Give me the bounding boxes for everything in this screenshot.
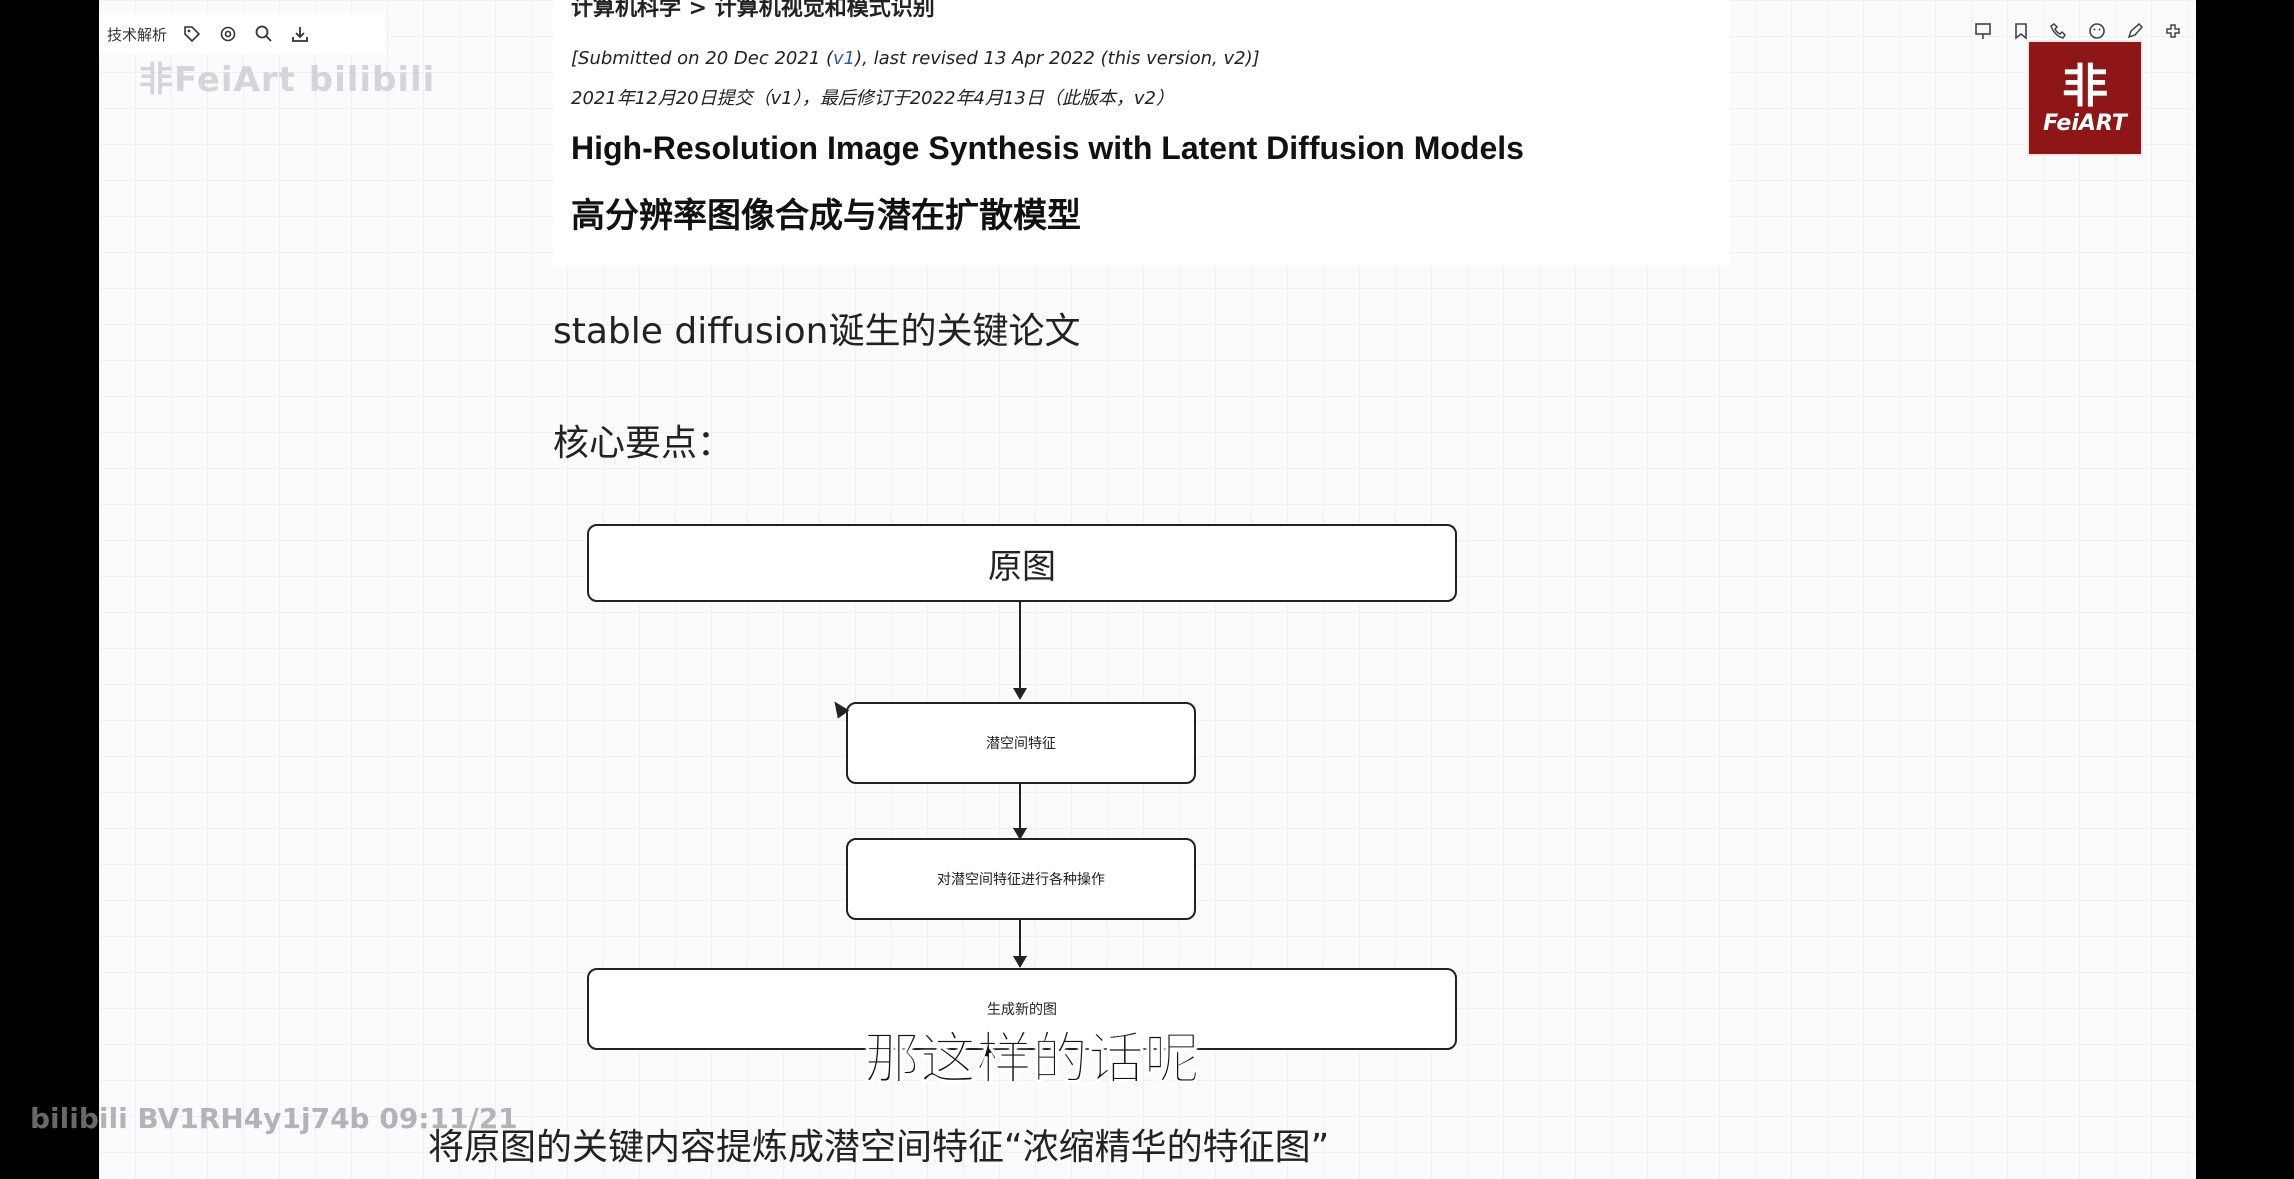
pen-icon[interactable] bbox=[2124, 20, 2146, 42]
paper-submitted-zh: 2021年12月20日提交（v1），最后修订于2022年4月13日（此版本，v2… bbox=[571, 88, 1174, 109]
right-toolbar bbox=[1972, 20, 2184, 42]
download-icon[interactable] bbox=[289, 23, 311, 45]
submitted-suffix: ), last revised 13 Apr 2022 (this versio… bbox=[855, 48, 1260, 69]
document-title: 技术解析 bbox=[107, 25, 168, 44]
note-key-paper: stable diffusion诞生的关键论文 bbox=[553, 311, 1081, 352]
video-id-watermark: bilibili BV1RH4y1j74b 09:11/21 bbox=[30, 1102, 518, 1135]
channel-watermark: 非FeiArt bilibili bbox=[139, 60, 436, 100]
flow-node-latent-label: 潜空间特征 bbox=[986, 736, 1056, 752]
video-subtitle: 那这样的话呢 bbox=[864, 1027, 1201, 1093]
settings-icon[interactable] bbox=[217, 23, 239, 45]
paper-title-en: High-Resolution Image Synthesis with Lat… bbox=[571, 130, 1524, 166]
presentation-icon[interactable] bbox=[1972, 20, 1994, 42]
flow-node-original-label: 原图 bbox=[988, 546, 1056, 587]
flow-arrow-2 bbox=[1013, 782, 1027, 840]
submitted-prefix: [Submitted on 20 Dec 2021 ( bbox=[571, 48, 834, 69]
paper-screenshot: 计算机科学 > 计算机视觉和模式识别 [Submitted on 20 Dec … bbox=[553, 0, 1729, 266]
paper-submitted-en: [Submitted on 20 Dec 2021 (v1), last rev… bbox=[571, 48, 1260, 69]
video-caption: 将原图的关键内容提炼成潜空间特征“浓缩精华的特征图” bbox=[428, 1127, 1330, 1168]
top-toolbar: 技术解析 bbox=[99, 14, 387, 54]
flow-node-latent[interactable]: 潜空间特征 bbox=[846, 702, 1196, 784]
logo-latin: FeiART bbox=[2043, 110, 2127, 136]
flow-arrow-3 bbox=[1013, 918, 1027, 968]
flow-arrow-1 bbox=[1013, 600, 1027, 700]
flow-node-operate-label: 对潜空间特征进行各种操作 bbox=[937, 872, 1105, 888]
emoji-icon[interactable] bbox=[2086, 20, 2108, 42]
flow-node-generate[interactable]: 生成新的图 bbox=[587, 968, 1457, 1050]
logo-cjk: 非 bbox=[2062, 58, 2108, 113]
flow-node-original[interactable]: 原图 bbox=[587, 524, 1457, 602]
whiteboard-canvas[interactable]: 技术解析 非FeiArt bilibili bbox=[99, 0, 2196, 1179]
flow-node-generate-label: 生成新的图 bbox=[987, 1002, 1057, 1018]
paper-category: 计算机科学 > 计算机视觉和模式识别 bbox=[571, 0, 935, 21]
flow-node-operate[interactable]: 对潜空间特征进行各种操作 bbox=[846, 838, 1196, 920]
note-core-points: 核心要点： bbox=[553, 423, 734, 464]
plugin-icon[interactable] bbox=[2162, 20, 2184, 42]
bookmark-icon[interactable] bbox=[2010, 20, 2032, 42]
tag-icon[interactable] bbox=[181, 23, 203, 45]
phone-icon[interactable] bbox=[2048, 20, 2070, 42]
paper-title-zh: 高分辨率图像合成与潜在扩散模型 bbox=[571, 196, 1081, 236]
search-icon[interactable] bbox=[253, 23, 275, 45]
feiart-logo: 非 FeiART bbox=[2027, 40, 2143, 156]
version-link[interactable]: v1 bbox=[833, 48, 856, 69]
